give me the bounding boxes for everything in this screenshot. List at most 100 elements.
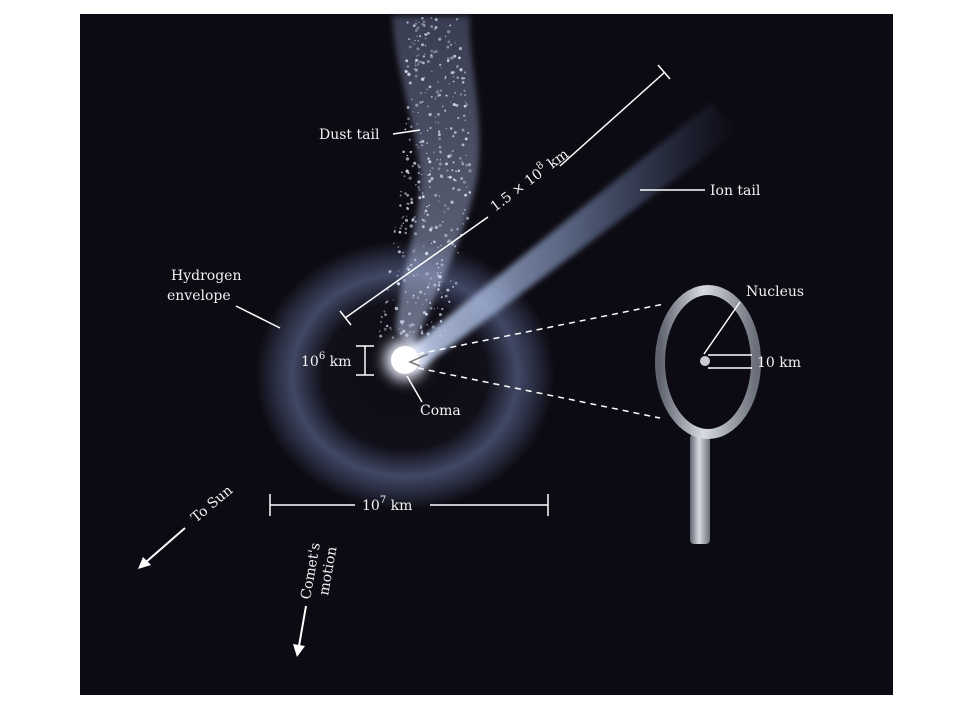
dust-speck [414,28,418,33]
envelope-size-dimension [269,494,549,516]
dust-speck [396,274,399,277]
dust-speck [437,113,440,116]
dust-speck [416,47,420,51]
dust-speck [406,202,409,205]
dust-speck [413,275,415,277]
dust-speck [422,144,424,146]
dust-speck [433,51,436,54]
dust-speck [414,220,417,223]
dust-speck [453,179,456,181]
dust-speck [389,326,392,330]
dust-speck [457,116,460,120]
dust-speck [402,222,405,225]
dust-speck [439,63,442,67]
dust-speck [452,285,455,288]
dust-speck [394,226,397,229]
dust-speck [417,165,421,169]
dust-speck [406,206,409,209]
dust-speck [422,311,426,314]
dust-speck [439,89,443,92]
dust-speck [429,226,434,230]
dust-speck [421,173,423,176]
dust-speck [414,68,418,72]
dust-speck [407,265,409,268]
dust-speck [384,313,387,316]
dust-speck [411,218,415,222]
dust-speck [440,263,443,266]
dust-speck [437,283,441,287]
dust-speck [462,180,467,184]
dust-speck [380,321,382,323]
dust-speck [420,324,422,327]
coma-label: Coma [420,403,461,419]
dust-speck [440,292,443,294]
dust-speck [424,37,427,40]
dust-speck [463,104,467,108]
dust-speck [421,16,424,20]
dust-speck [431,325,435,329]
dust-speck [452,80,455,83]
dust-speck [438,281,441,284]
dust-speck [417,180,421,184]
dust-speck [429,186,431,188]
dust-speck [414,324,416,326]
dust-speck [412,294,415,297]
dust-speck [429,170,432,172]
dust-speck [379,330,381,333]
dust-speck [454,42,456,44]
dust-speck [459,93,463,96]
dust-speck [415,58,418,62]
dust-speck [424,33,427,36]
dust-speck [434,121,437,123]
dust-speck [387,289,389,291]
dust-speck [424,209,428,213]
dust-speck [436,159,439,161]
dust-speck [434,49,438,54]
dust-speck [405,157,410,161]
dust-speck [439,174,444,179]
nucleus-size-ticks [708,354,752,369]
dust-speck [383,310,386,313]
dust-speck [404,218,409,222]
dust-speck [413,43,415,45]
dust-speck [406,106,410,109]
dust-speck [411,323,415,327]
dust-speck [414,22,418,25]
dust-speck [404,128,407,131]
dust-speck [415,19,417,21]
dust-speck [404,69,408,74]
dust-speck [464,119,466,122]
dust-speck [463,77,466,80]
dust-speck [452,96,454,98]
ion-tail [405,102,738,372]
dust-speck [400,224,403,227]
dust-speck [421,22,424,26]
dust-speck [408,81,412,85]
dust-speck [415,103,419,107]
dust-speck [464,209,466,211]
dust-speck [409,224,413,228]
dust-speck [440,296,443,299]
dust-speck [430,177,434,181]
dust-speck [438,37,442,41]
dust-speck [443,109,447,112]
dust-speck [433,308,436,310]
dust-speck [465,154,467,157]
dust-speck [442,220,444,223]
comet-motion-arrow [293,605,307,657]
dust-speck [437,167,441,171]
dust-speck [451,150,454,153]
dust-speck [450,71,454,75]
dust-speck [417,172,420,175]
dust-speck [444,204,447,207]
dust-speck [400,328,403,330]
dust-speck [458,188,461,191]
dust-speck [419,132,422,135]
dust-speck [421,225,425,229]
dust-speck [417,164,419,166]
dust-speck [410,201,414,204]
dust-speck [422,61,425,65]
dust-speck [446,288,450,292]
dust-speck [404,227,408,231]
